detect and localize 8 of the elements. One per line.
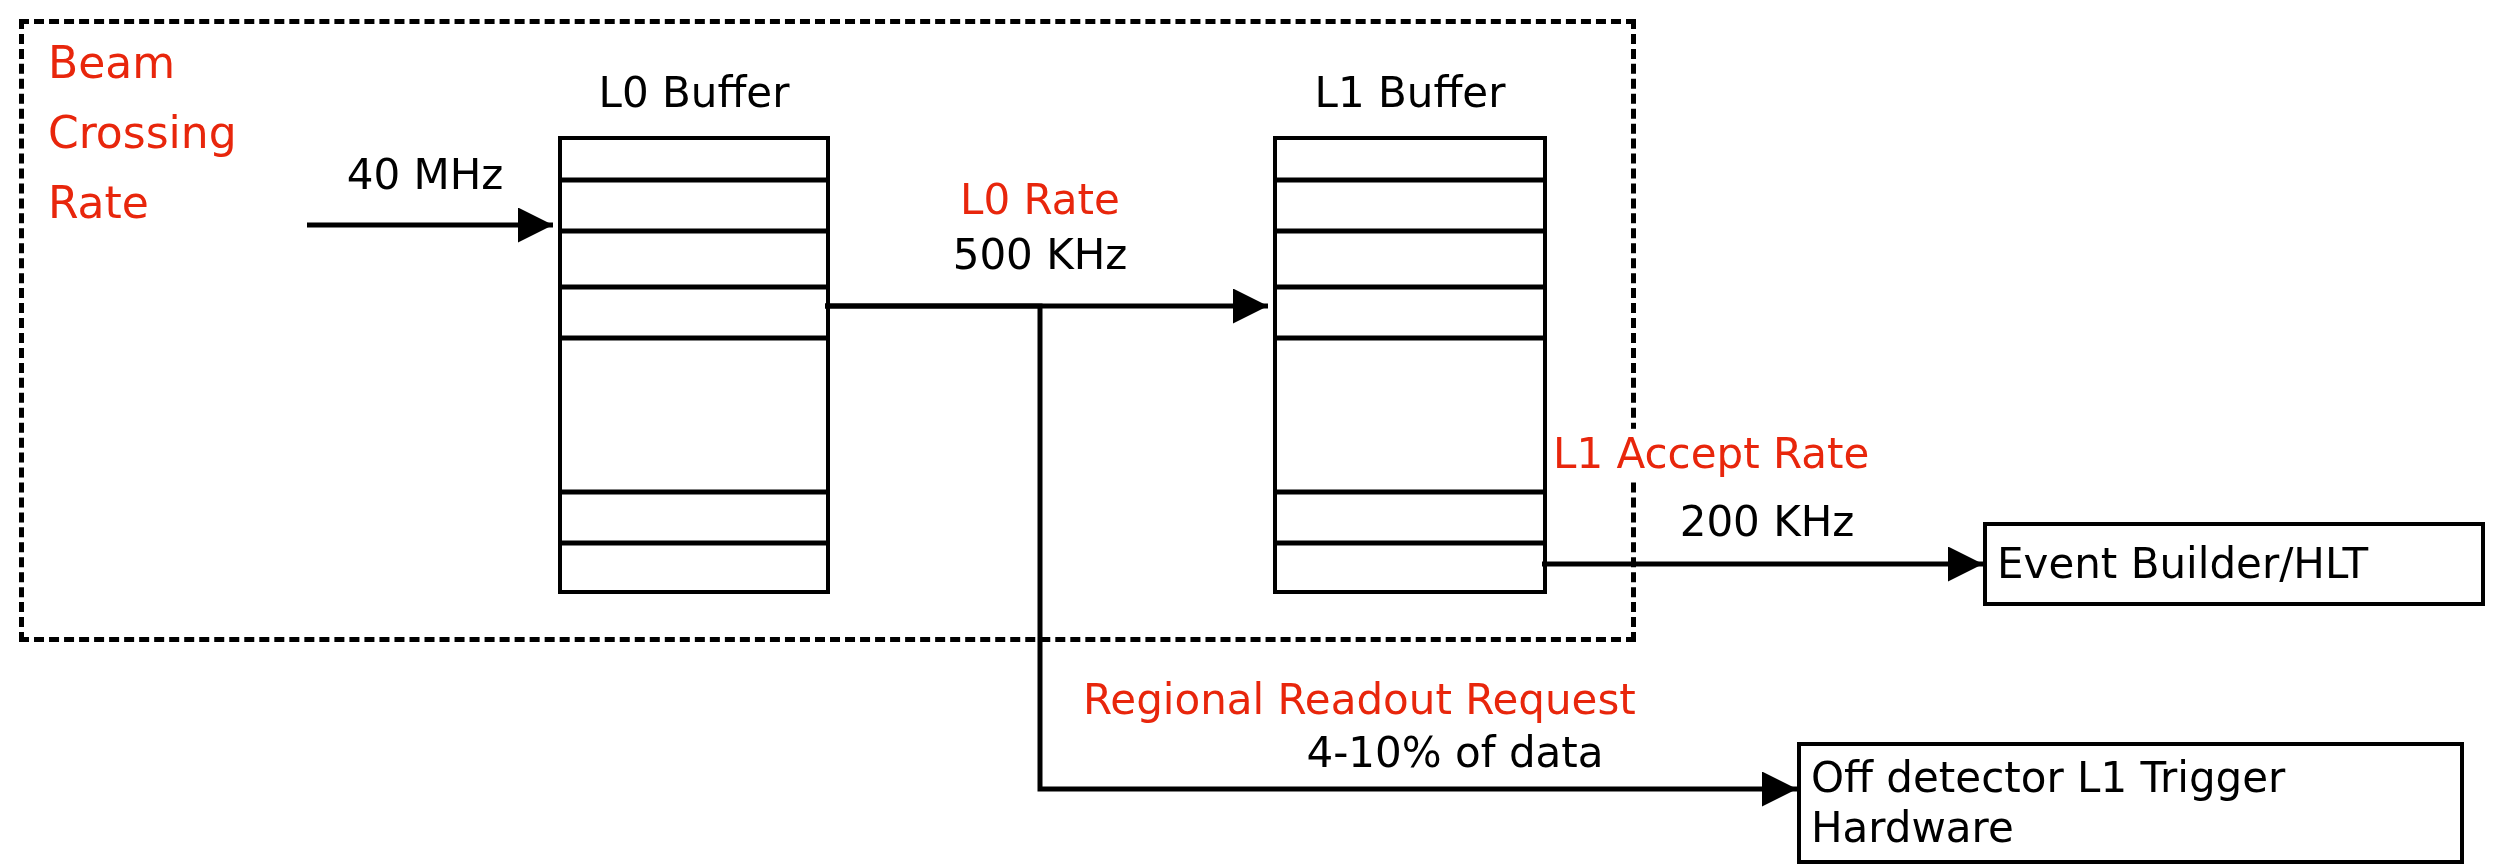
- arrow: [1542, 546, 1983, 582]
- buffer-title: L1 Buffer: [1314, 68, 1506, 119]
- arrow: [307, 207, 553, 243]
- arrow: [825, 303, 1797, 807]
- process-box: Event Builder/HLT: [1983, 522, 2485, 606]
- buffer-title: L0 Buffer: [598, 68, 790, 119]
- process-box: Off detector L1 Trigger Hardware: [1797, 742, 2464, 864]
- rate-label: Beam Crossing Rate: [48, 36, 238, 230]
